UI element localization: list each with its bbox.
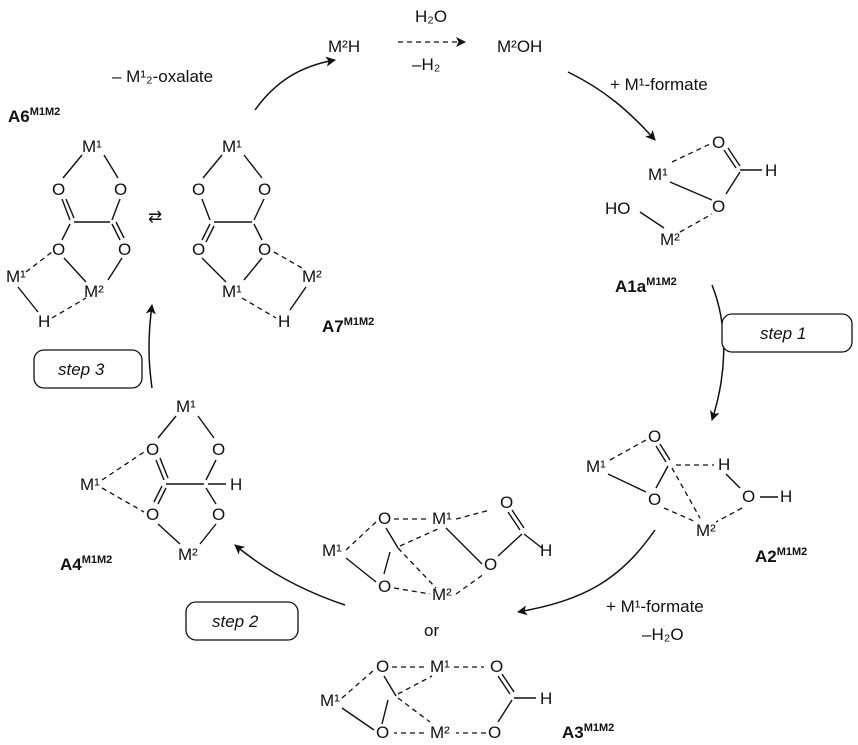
svg-text:O: O	[212, 505, 225, 524]
a7-compound-label: A7M1M2	[322, 316, 374, 336]
svg-text:M¹: M¹	[430, 657, 450, 676]
svg-text:H: H	[718, 455, 730, 474]
svg-text:M¹: M¹	[222, 282, 242, 301]
svg-text:M²: M²	[302, 267, 322, 286]
svg-text:O: O	[146, 440, 159, 459]
svg-text:O: O	[376, 723, 389, 742]
arrow-a2-to-a3	[517, 529, 656, 616]
a4-compound-label: A4M1M2	[60, 554, 112, 574]
step2-box: step 2	[185, 601, 299, 641]
arrow-step2-to-a4	[234, 544, 346, 606]
svg-text:O: O	[114, 180, 127, 199]
svg-text:O: O	[212, 440, 225, 459]
svg-text:O: O	[648, 490, 661, 509]
svg-text:O: O	[500, 493, 513, 512]
svg-text:O: O	[648, 427, 661, 446]
svg-text:H: H	[278, 312, 290, 331]
svg-text:H: H	[540, 541, 552, 560]
a4-structure: M¹ O O H M¹ O O M²	[80, 397, 242, 564]
step1-label: step 1	[760, 324, 806, 343]
svg-text:O: O	[52, 180, 65, 199]
svg-text:M¹: M¹	[648, 165, 668, 184]
svg-text:O: O	[192, 180, 205, 199]
svg-text:O: O	[378, 577, 391, 596]
svg-text:O: O	[258, 180, 271, 199]
step3-box: step 3	[33, 349, 143, 389]
svg-text:M¹: M¹	[6, 267, 26, 286]
m2h-label: M²H	[328, 37, 360, 56]
svg-text:O: O	[488, 723, 501, 742]
svg-text:M²: M²	[430, 723, 450, 742]
water-label: H₂O	[415, 7, 447, 26]
a3-compound-label: A3M1M2	[562, 722, 614, 742]
svg-text:H: H	[230, 475, 242, 494]
arrow-a7-to-m2h	[254, 56, 336, 111]
svg-text:M²: M²	[178, 545, 198, 564]
svg-text:O: O	[52, 240, 65, 259]
svg-text:M¹: M¹	[322, 541, 342, 560]
arrow-m2oh-to-a1a	[567, 71, 656, 141]
svg-text:M¹: M¹	[222, 137, 242, 156]
equilibrium-arrows: ⇄	[148, 207, 162, 226]
plus-formate-label: + M¹-formate	[606, 597, 704, 616]
svg-text:O: O	[192, 240, 205, 259]
svg-text:O: O	[712, 197, 725, 216]
svg-text:O: O	[742, 487, 755, 506]
svg-text:O: O	[712, 133, 725, 152]
plus-formate-top-label: + M¹-formate	[610, 75, 708, 94]
a3-upper-structure: O M¹ O H O M¹ O M²	[322, 493, 552, 604]
arrow-a4-to-a6	[145, 304, 156, 389]
a2-compound-label: A2M1M2	[755, 546, 807, 566]
a1a-structure: O H M¹ O HO M²	[605, 133, 777, 249]
minus-water-label: –H₂O	[642, 625, 684, 644]
arrow-a1a-to-a2	[710, 284, 725, 421]
a1a-compound-label: A1aM1M2	[615, 276, 677, 296]
svg-text:O: O	[146, 505, 159, 524]
a6-structure: M¹ O O O O M¹ M² H	[6, 137, 131, 331]
svg-text:M¹: M¹	[82, 137, 102, 156]
svg-text:M²: M²	[84, 282, 104, 301]
svg-text:H: H	[780, 487, 792, 506]
svg-text:H: H	[38, 312, 50, 331]
a7-structure: M¹ O O O O M² M¹ H	[192, 137, 322, 331]
svg-text:M¹: M¹	[586, 457, 606, 476]
svg-text:M²: M²	[660, 230, 680, 249]
svg-text:M¹: M¹	[320, 691, 340, 710]
svg-text:H: H	[540, 689, 552, 708]
minus-oxalate-label: – M¹₂-oxalate	[112, 67, 213, 86]
svg-text:HO: HO	[605, 199, 631, 218]
m2oh-label: M²OH	[497, 37, 542, 56]
a2-structure: O M¹ H O H O M²	[586, 427, 792, 540]
minus-h2-label: –H₂	[412, 55, 440, 74]
svg-text:O: O	[118, 240, 131, 259]
svg-text:H: H	[765, 161, 777, 180]
svg-text:M¹: M¹	[176, 397, 196, 416]
svg-text:M²: M²	[696, 521, 716, 540]
svg-text:M¹: M¹	[432, 509, 452, 528]
svg-text:O: O	[258, 240, 271, 259]
a6-compound-label: A6M1M2	[8, 106, 60, 126]
a3-lower-structure: O M¹ O H O M² O M¹	[320, 657, 552, 742]
svg-text:O: O	[376, 657, 389, 676]
or-label: or	[424, 621, 439, 640]
svg-text:M²: M²	[432, 585, 452, 604]
svg-text:O: O	[378, 509, 391, 528]
svg-text:O: O	[490, 657, 503, 676]
step1-box: step 1	[721, 313, 853, 353]
svg-text:M¹: M¹	[80, 475, 100, 494]
step2-label: step 2	[212, 612, 259, 631]
step3-label: step 3	[58, 360, 105, 379]
svg-text:O: O	[484, 555, 497, 574]
